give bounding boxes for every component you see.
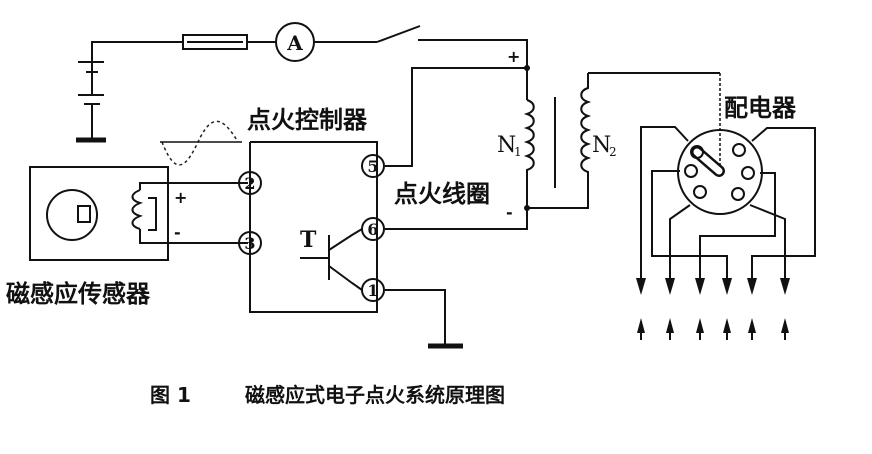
figure-number: 图 1	[150, 383, 191, 407]
svg-text:A: A	[286, 31, 303, 55]
svg-text:N: N	[592, 133, 611, 158]
svg-text:N: N	[497, 133, 516, 158]
svg-text:+: +	[507, 47, 520, 66]
terminal-2: 2	[238, 171, 262, 195]
battery-circuit	[76, 41, 183, 143]
signal-wave	[161, 120, 239, 166]
transistor: T	[300, 227, 363, 291]
svg-text:+: +	[174, 188, 187, 207]
terminal-1: 1	[361, 278, 385, 302]
coil-label: 点火线圈	[394, 180, 490, 208]
distributor	[636, 73, 816, 340]
svg-text:-: -	[506, 203, 513, 222]
terminal-3: 3	[238, 231, 262, 255]
svg-text:2: 2	[609, 145, 617, 159]
switch	[376, 25, 421, 43]
svg-text:T: T	[300, 227, 317, 253]
svg-text:1: 1	[514, 145, 522, 159]
svg-text:3: 3	[244, 234, 255, 253]
terminal-6: 6	[361, 217, 385, 241]
svg-text:2: 2	[244, 174, 255, 193]
sensor-label: 磁感应传感器	[6, 280, 151, 308]
controller-box	[249, 141, 378, 313]
ignition-coil: N 1 N 2	[497, 72, 720, 211]
svg-text:1: 1	[367, 281, 378, 300]
distributor-label: 配电器	[724, 94, 797, 122]
svg-text:6: 6	[367, 220, 378, 239]
terminal-5: 5	[361, 154, 385, 178]
figure-caption: 磁感应式电子点火系统原理图	[245, 383, 505, 407]
controller-label: 点火控制器	[247, 106, 368, 134]
ammeter: A	[275, 22, 315, 62]
magnetic-sensor	[29, 166, 248, 261]
svg-text:5: 5	[367, 157, 378, 176]
svg-text:-: -	[174, 223, 181, 242]
